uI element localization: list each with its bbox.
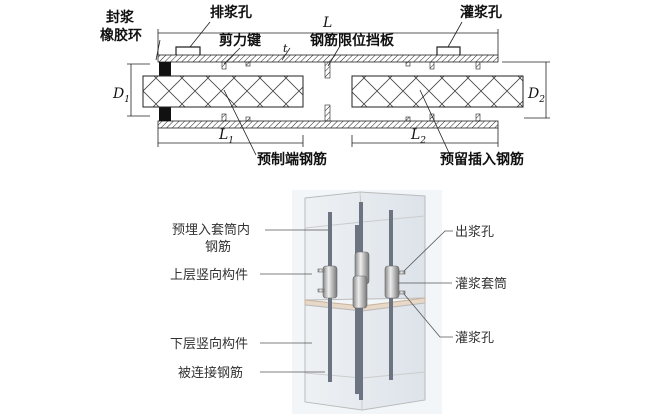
rebar-stop-plate-lower [324, 104, 331, 122]
lower-member [304, 302, 426, 411]
embedded-rebar-label-1: 预埋入套筒内 [172, 222, 250, 238]
seal-ring-label-2: 橡胶环 [100, 27, 142, 44]
shear-keys [221, 61, 481, 122]
rebar-stop-plate-label: 钢筋限位挡板 [310, 32, 395, 49]
outlet-port [175, 46, 201, 55]
d2-label: D2 [527, 86, 545, 105]
sleeve-top-wall [157, 54, 499, 63]
seal-ring-top [159, 62, 171, 76]
seal-ring-bottom [159, 107, 171, 121]
grout-hole-label-3d: 灌浆孔 [455, 331, 494, 346]
grout-sleeve-label: 灌浆套筒 [455, 276, 507, 292]
callout-leaders [260, 229, 453, 373]
outlet-hole-label-3d: 出浆孔 [455, 225, 494, 240]
dimension-lines [127, 21, 550, 156]
column-3d-drawing: 预埋入套筒内 钢筋 上层竖向构件 下层竖向构件 被连接钢筋 出浆孔 灌浆套筒 灌… [170, 190, 507, 414]
inserted-rebar [351, 75, 524, 108]
shear-key-label: 剪力键 [219, 32, 262, 49]
grout-hole-label: 灌浆孔 [460, 4, 502, 21]
length-label: L [322, 15, 332, 31]
grout-port [436, 46, 461, 55]
d1-label: D1 [112, 86, 130, 105]
inserted-rebar-label: 预留插入钢筋 [440, 151, 524, 168]
precast-rebar [142, 75, 304, 108]
grout-sleeves [317, 251, 406, 309]
sleeve-bottom-wall [157, 120, 499, 129]
rebar-stop-plate [324, 61, 331, 79]
lower-member-label: 下层竖向构件 [170, 336, 248, 352]
seal-ring-label-1: 封浆 [106, 9, 135, 26]
l2-label: L2 [410, 127, 426, 146]
l1-label: L1 [218, 127, 234, 146]
embedded-rebar-label-2: 钢筋 [205, 239, 231, 255]
connected-rebar-label: 被连接钢筋 [178, 365, 243, 381]
precast-rebar-label: 预制端钢筋 [257, 151, 327, 168]
thickness-label: t [283, 42, 288, 55]
outlet-hole-label: 排浆孔 [210, 4, 252, 21]
sleeve-section-drawing: 封浆 橡胶环 排浆孔 L 灌浆孔 剪力键 t 钢筋限位挡板 D1 D2 L1 L… [100, 4, 550, 168]
upper-member-label: 上层竖向构件 [170, 267, 248, 283]
